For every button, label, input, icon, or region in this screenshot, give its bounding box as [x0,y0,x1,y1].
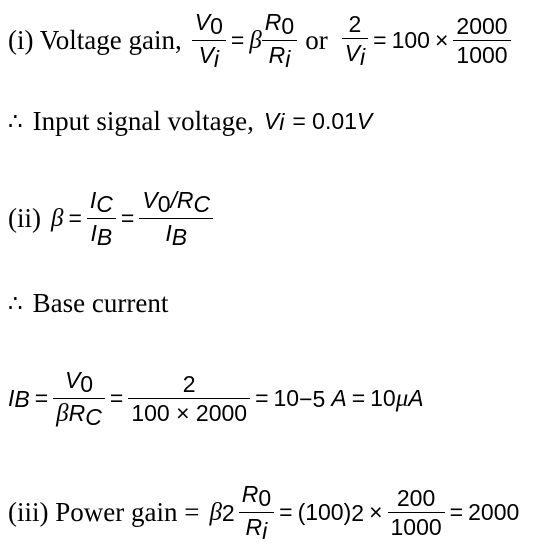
fraction-r0-over-ri-2: R0 Ri [238,480,275,545]
fraction-v0-over-beta-rc: V0 βRC [53,366,105,431]
base-current-label: Base current [32,288,169,318]
base-current-heading: ∴ Base current [8,288,169,318]
fraction-v0rc-over-ib: V0/RC IB [139,186,214,251]
voltage-gain-label: (i) Voltage gain, [8,25,182,55]
fraction-ic-over-ib: IC IB [86,186,116,251]
therefore-symbol: ∴ [8,108,23,134]
fraction-200-over-1000: 200 1000 [387,484,445,541]
voltage-gain-equation: (i) Voltage gain, V0 Vi = β R0 Ri or 2 V… [8,8,511,73]
or-word: or [305,25,328,55]
power-gain-label: (iii) Power gain = [8,497,200,527]
beta-equation: (ii) β = IC IB = V0/RC IB [8,186,214,251]
beta-symbol: β [249,26,262,54]
part-ii-label: (ii) [8,203,41,233]
fraction-v0-over-vi: V0 Vi [191,8,226,73]
input-voltage-label: Input signal voltage, [32,106,254,136]
power-gain-result: 2000 [468,499,520,525]
fraction-r0-over-ri: R0 Ri [261,8,298,73]
gain-value: 100 [391,27,430,53]
fraction-2-over-vi: 2 Vi [341,10,369,71]
fraction-2000-over-1000: 2000 1000 [453,12,511,69]
fraction-2-over-product: 2 100 × 2000 [128,370,251,427]
